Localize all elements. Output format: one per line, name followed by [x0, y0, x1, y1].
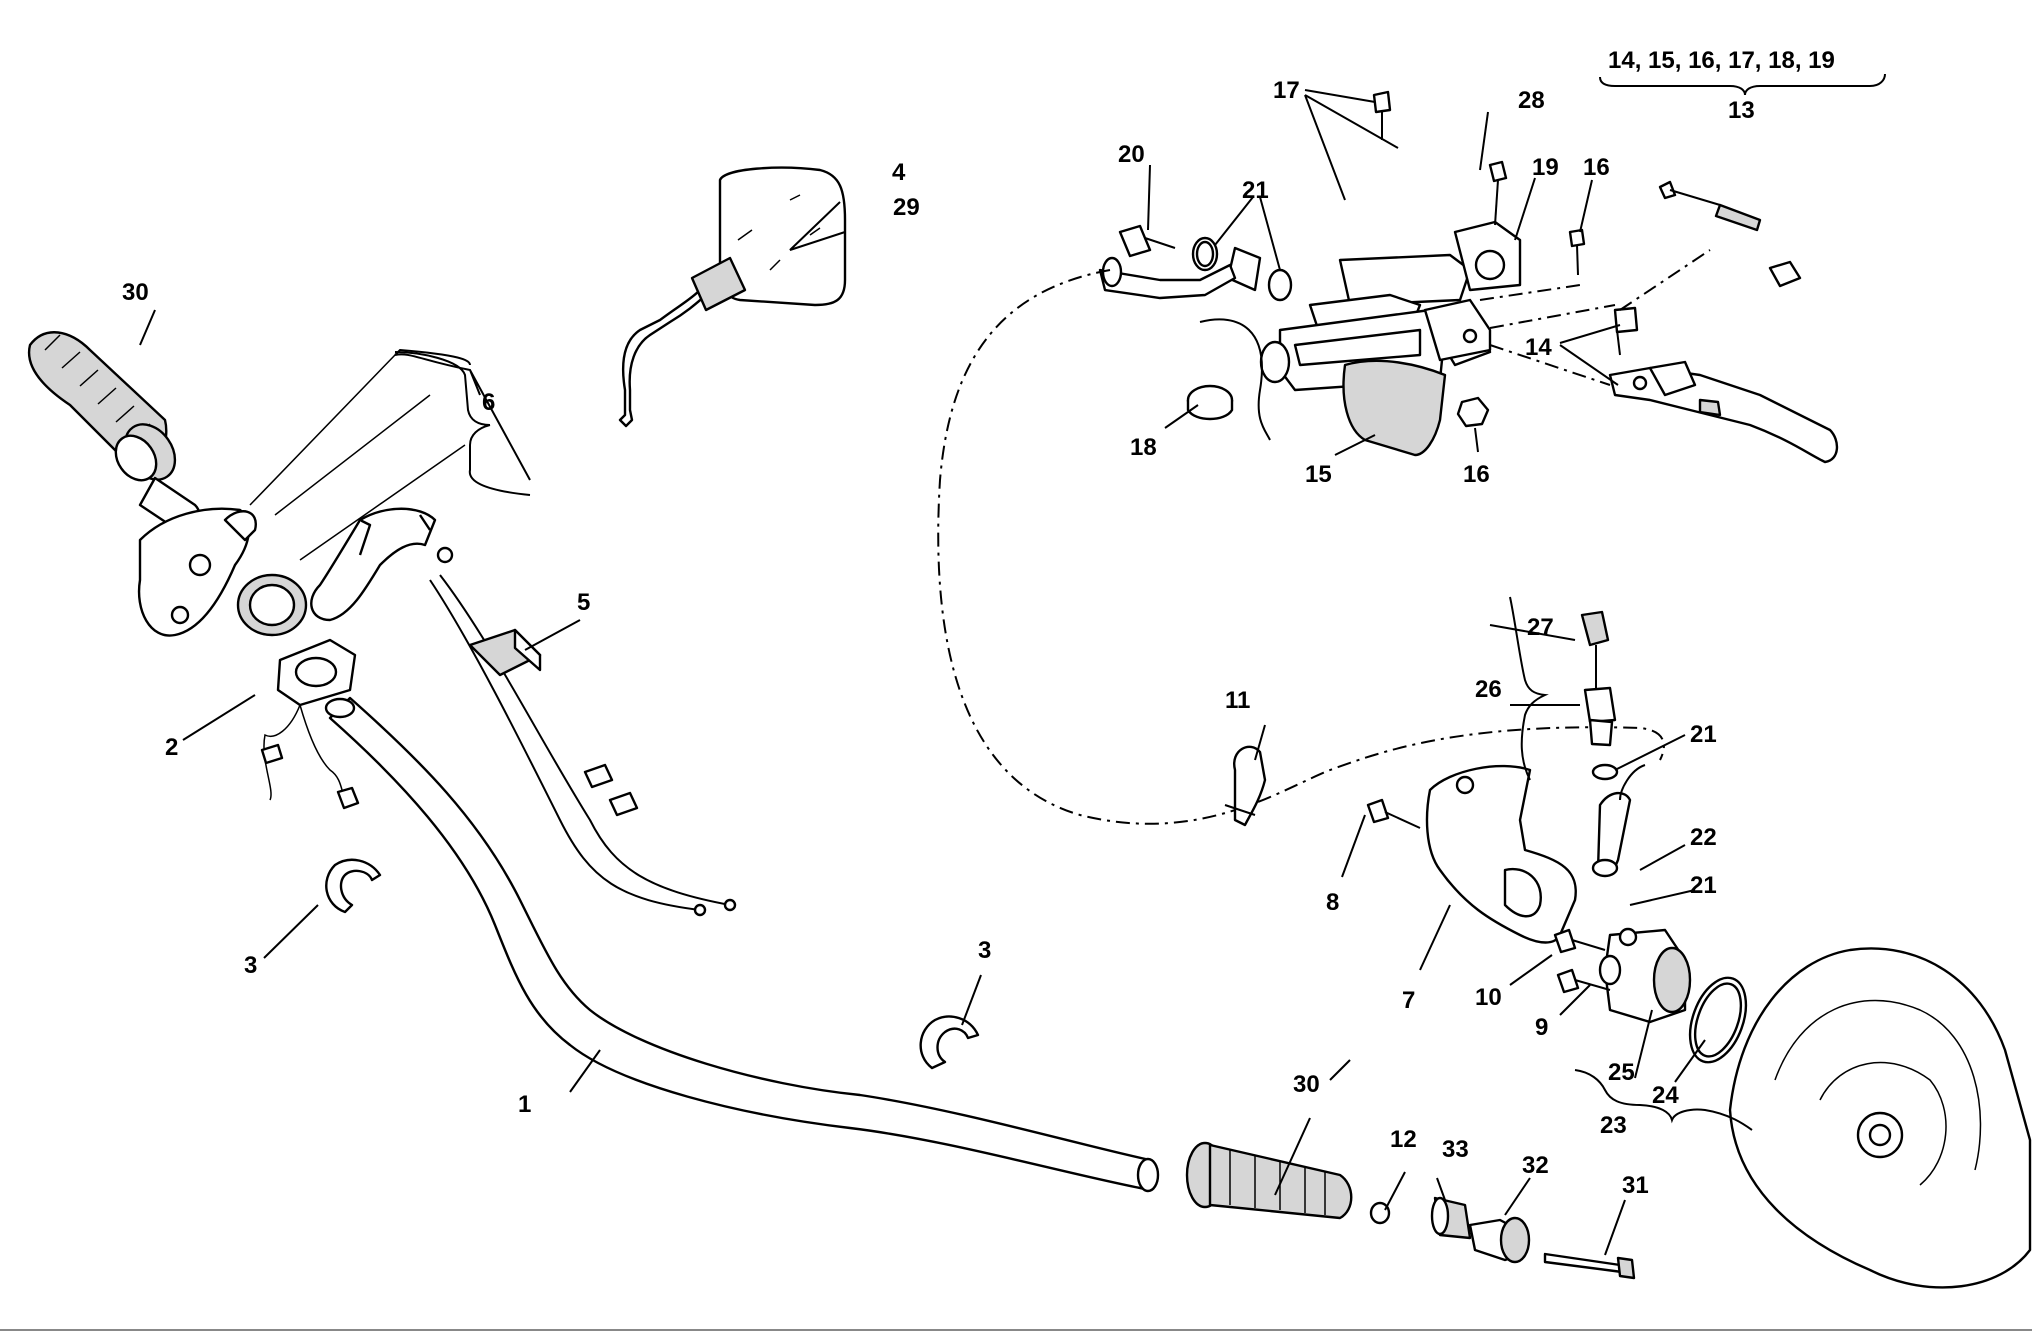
left-switch-housing	[137, 348, 531, 637]
bracket-23	[1574, 1069, 1753, 1131]
slave-cylinder-cover	[1425, 764, 1577, 944]
label-21-low: 21	[1690, 872, 1717, 899]
slave-cylinder	[1598, 927, 1692, 1024]
label-31: 31	[1622, 1172, 1649, 1199]
hose-clip-11	[1224, 745, 1267, 827]
bolt-16-upper	[1568, 228, 1586, 276]
clip-right	[919, 1015, 980, 1070]
handlebar	[324, 696, 1160, 1193]
master-cylinder	[1259, 220, 1522, 392]
nut-16	[1456, 396, 1490, 428]
label-20: 20	[1118, 141, 1145, 168]
left-grip	[27, 331, 202, 537]
banjo-26	[1583, 686, 1646, 878]
label-22: 22	[1690, 824, 1717, 851]
label-2: 2	[165, 734, 178, 761]
bar-end-parts	[1369, 1196, 1636, 1280]
bolt-28	[1488, 160, 1508, 226]
cap-screw-17	[1372, 90, 1392, 140]
label-17: 17	[1273, 77, 1300, 104]
label-15: 15	[1305, 461, 1332, 488]
label-1: 1	[518, 1091, 531, 1118]
screw-8	[1366, 798, 1421, 829]
callout-labels: 1 2 3 3 4 29 5 6 7 8 9 10 11 12 13 14 15…	[122, 47, 1835, 1199]
bracket-6	[394, 351, 531, 496]
screw-10	[1553, 928, 1606, 954]
throttle-cables	[429, 574, 737, 917]
label-21-top: 21	[1242, 177, 1269, 204]
screw-9	[1556, 968, 1611, 994]
label-33: 33	[1442, 1136, 1469, 1163]
label-23: 23	[1600, 1112, 1627, 1139]
mirror	[618, 166, 847, 428]
housing-arc	[1199, 318, 1271, 441]
engine-case	[1728, 947, 2032, 1289]
label-28: 28	[1518, 87, 1545, 114]
label-18: 18	[1130, 434, 1157, 461]
label-25: 25	[1608, 1059, 1635, 1086]
label-27: 27	[1527, 614, 1554, 641]
leader-lines	[139, 89, 1706, 1256]
assembly-line-a	[1479, 249, 1711, 386]
label-9: 9	[1535, 1014, 1548, 1041]
label-30-left: 30	[122, 279, 149, 306]
label-5: 5	[577, 589, 590, 616]
label-4: 4	[892, 159, 906, 186]
right-grip	[1185, 1141, 1353, 1220]
label-29: 29	[893, 194, 920, 221]
label-16-lower: 16	[1463, 461, 1490, 488]
label-24: 24	[1652, 1082, 1679, 1109]
bracket-26	[1509, 596, 1549, 781]
clamp	[260, 638, 360, 810]
label-10: 10	[1475, 984, 1502, 1011]
clip-left	[325, 858, 382, 914]
label-8: 8	[1326, 889, 1339, 916]
bleeder-27	[1580, 610, 1610, 690]
label-3-right: 3	[978, 937, 991, 964]
banjo-bolt-20	[1098, 224, 1293, 302]
washer-21-a	[1195, 240, 1215, 268]
cover-15	[1342, 359, 1447, 457]
clutch-lever	[1608, 180, 1839, 464]
label-kit: 14, 15, 16, 17, 18, 19	[1608, 47, 1835, 74]
label-11: 11	[1225, 687, 1250, 714]
label-14: 14	[1525, 334, 1552, 361]
label-21-mid: 21	[1690, 721, 1717, 748]
label-32: 32	[1522, 1152, 1549, 1179]
label-19: 19	[1532, 154, 1559, 181]
label-12: 12	[1390, 1126, 1417, 1153]
label-6: 6	[482, 389, 495, 416]
label-7: 7	[1402, 987, 1415, 1014]
hydraulic-hose	[937, 269, 1665, 825]
label-26: 26	[1475, 676, 1502, 703]
label-13: 13	[1728, 97, 1755, 124]
plug-18	[1186, 384, 1234, 421]
label-16-upper: 16	[1583, 154, 1610, 181]
label-3-left: 3	[244, 952, 257, 979]
bracket-13	[1599, 73, 1886, 96]
label-30-right: 30	[1293, 1071, 1320, 1098]
